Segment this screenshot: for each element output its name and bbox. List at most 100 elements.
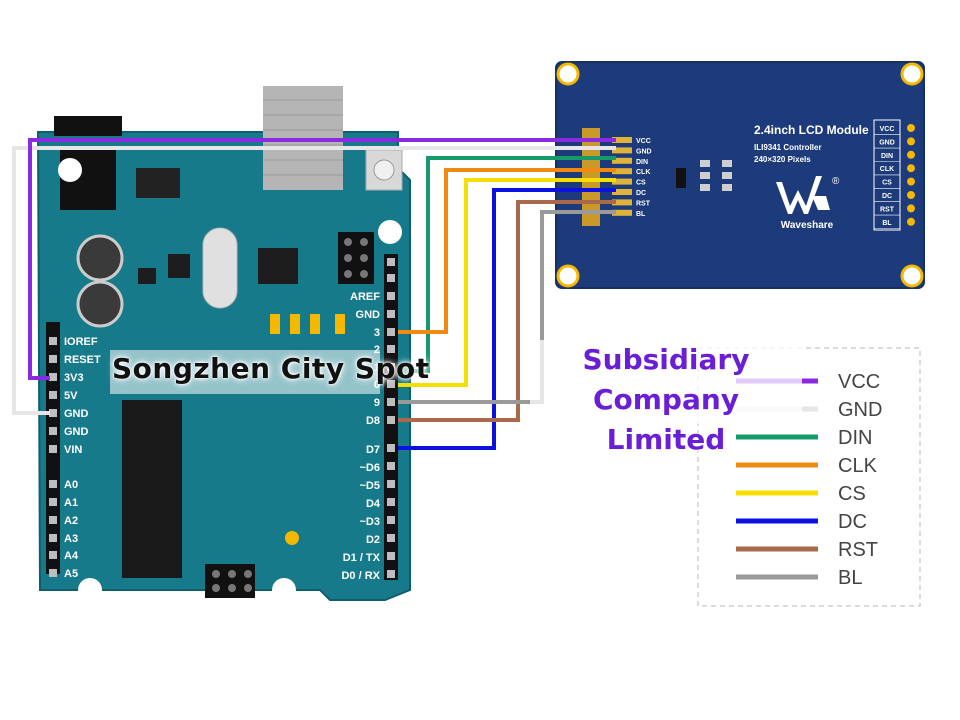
pin-label-d7: D7 (366, 444, 380, 456)
pin-dot (49, 373, 57, 381)
legend-label-din: DIN (838, 427, 872, 449)
left-pin-dots (49, 337, 57, 577)
lcd-hole-pad (907, 150, 915, 159)
lcd-box-label-clk: CLK (880, 166, 894, 173)
icsp-header (338, 232, 374, 284)
pin-dot (387, 416, 395, 424)
lcd-pin-label-bl: BL (636, 211, 646, 218)
lcd-hole-pad (907, 177, 915, 186)
pin-dot (387, 534, 395, 542)
pin-label-gnd-2: GND (64, 426, 89, 438)
lcd-pin-label-din: DIN (636, 159, 648, 166)
pin-label-5v: 5V (64, 390, 78, 402)
pin-dot (387, 310, 395, 318)
lcd-hole-pad (907, 164, 915, 173)
registered-mark: ® (832, 176, 840, 187)
lcd-pin-pad (612, 189, 632, 195)
pin-dot (387, 516, 395, 524)
lcd-pin-pad (612, 168, 632, 175)
pin-dot (387, 570, 395, 578)
lcd-resolution: 240×320 Pixels (754, 155, 811, 164)
pin-dot (49, 337, 57, 345)
lcd-pin-label-cs: CS (636, 180, 646, 187)
pin-dot (387, 462, 395, 470)
watermark-left: Songzhen City Spot (112, 352, 430, 385)
wire-dc (398, 188, 616, 450)
pin-label-a2: A2 (64, 515, 78, 527)
lcd-hole-pad (907, 217, 915, 226)
pin-label-reset: RESET (64, 354, 101, 366)
pin-label-d1-tx: D1 / TX (343, 552, 381, 564)
microcontroller-chip (122, 400, 182, 578)
lcd-pin-label-gnd: GND (636, 148, 652, 155)
lcd-box-label-cs: CS (882, 180, 892, 187)
lcd-hole-pad (907, 204, 915, 213)
pin-dot (387, 398, 395, 406)
wire-cs (398, 178, 616, 387)
lcd-pin-label-vcc: VCC (636, 138, 651, 145)
pin-dot (387, 328, 395, 336)
right-pin-dots (387, 258, 395, 578)
lcd-pin-label-rst: RST (636, 200, 651, 207)
watermark-backdrop-right (530, 340, 802, 424)
pin-dot (49, 498, 57, 506)
crystal-oscillator (202, 227, 238, 309)
pin-dot (49, 551, 57, 559)
pin-dot (387, 292, 395, 300)
legend-label-cs: CS (838, 483, 866, 505)
pin-dot (387, 258, 395, 266)
pin-label-a1: A1 (64, 497, 78, 509)
wires (12, 138, 616, 450)
pin-dot (49, 569, 57, 577)
wire-din (398, 156, 616, 373)
pin-dot (49, 427, 57, 435)
pin-dot (49, 445, 57, 453)
pin-dot (387, 345, 395, 353)
lcd-pin-pad (612, 137, 632, 143)
wire-bl (398, 210, 616, 404)
pin-label-d0-rx: D0 / RX (341, 570, 380, 582)
legend-box (697, 347, 921, 607)
pin-dot (387, 498, 395, 506)
pin-dot (387, 552, 395, 560)
legend-label-gnd: GND (838, 399, 882, 421)
lcd-title: 2.4inch LCD Module (754, 123, 869, 137)
lcd-pin-pad (612, 178, 632, 185)
lcd-box-label-vcc: VCC (880, 126, 895, 133)
lcd-hole-pad (907, 137, 915, 146)
led-row (270, 314, 345, 334)
lcd-pin-label-dc: DC (636, 190, 646, 197)
lcd-pin-label-clk: CLK (636, 169, 650, 176)
legend-label-clk: CLK (838, 455, 878, 477)
lcd-box-label-din: DIN (881, 153, 893, 160)
watermark-right: Subsidiary Company Limited (536, 340, 796, 460)
pin-label-d8: D8 (366, 415, 380, 427)
wire-gnd (12, 146, 616, 415)
pin-dot (49, 409, 57, 417)
wire-vcc (28, 138, 616, 380)
lcd-pin-pad (612, 209, 632, 216)
lcd-pin-pad (612, 147, 632, 154)
lcd-hole-pad (907, 191, 915, 199)
brand-name: Waveshare (781, 220, 834, 231)
pin-label-a3: A3 (64, 533, 78, 545)
lcd-controller: ILI9341 Controller (754, 143, 822, 152)
pin-label-d3: ~D3 (360, 516, 381, 528)
legend-label-vcc: VCC (838, 371, 880, 393)
lcd-pin-pad (612, 157, 632, 164)
pin-dot (49, 355, 57, 363)
lcd-module: 2.4inch LCD Module ILI9341 Controller 24… (555, 61, 925, 289)
pin-dot (387, 380, 395, 388)
pin-label-a0: A0 (64, 479, 78, 491)
pin-dot (387, 444, 395, 452)
pin-label-gnd-1: GND (64, 408, 89, 420)
pin-label-a5: A5 (64, 568, 78, 580)
wire-clk (398, 168, 616, 334)
wire-rst (398, 200, 616, 422)
pin-label-d2: D2 (366, 534, 380, 546)
pin-label-vin: VIN (64, 444, 82, 456)
watermark-backdrop-left (110, 350, 380, 394)
pin-label-d6: ~D6 (360, 462, 381, 474)
legend-label-dc: DC (838, 511, 867, 533)
